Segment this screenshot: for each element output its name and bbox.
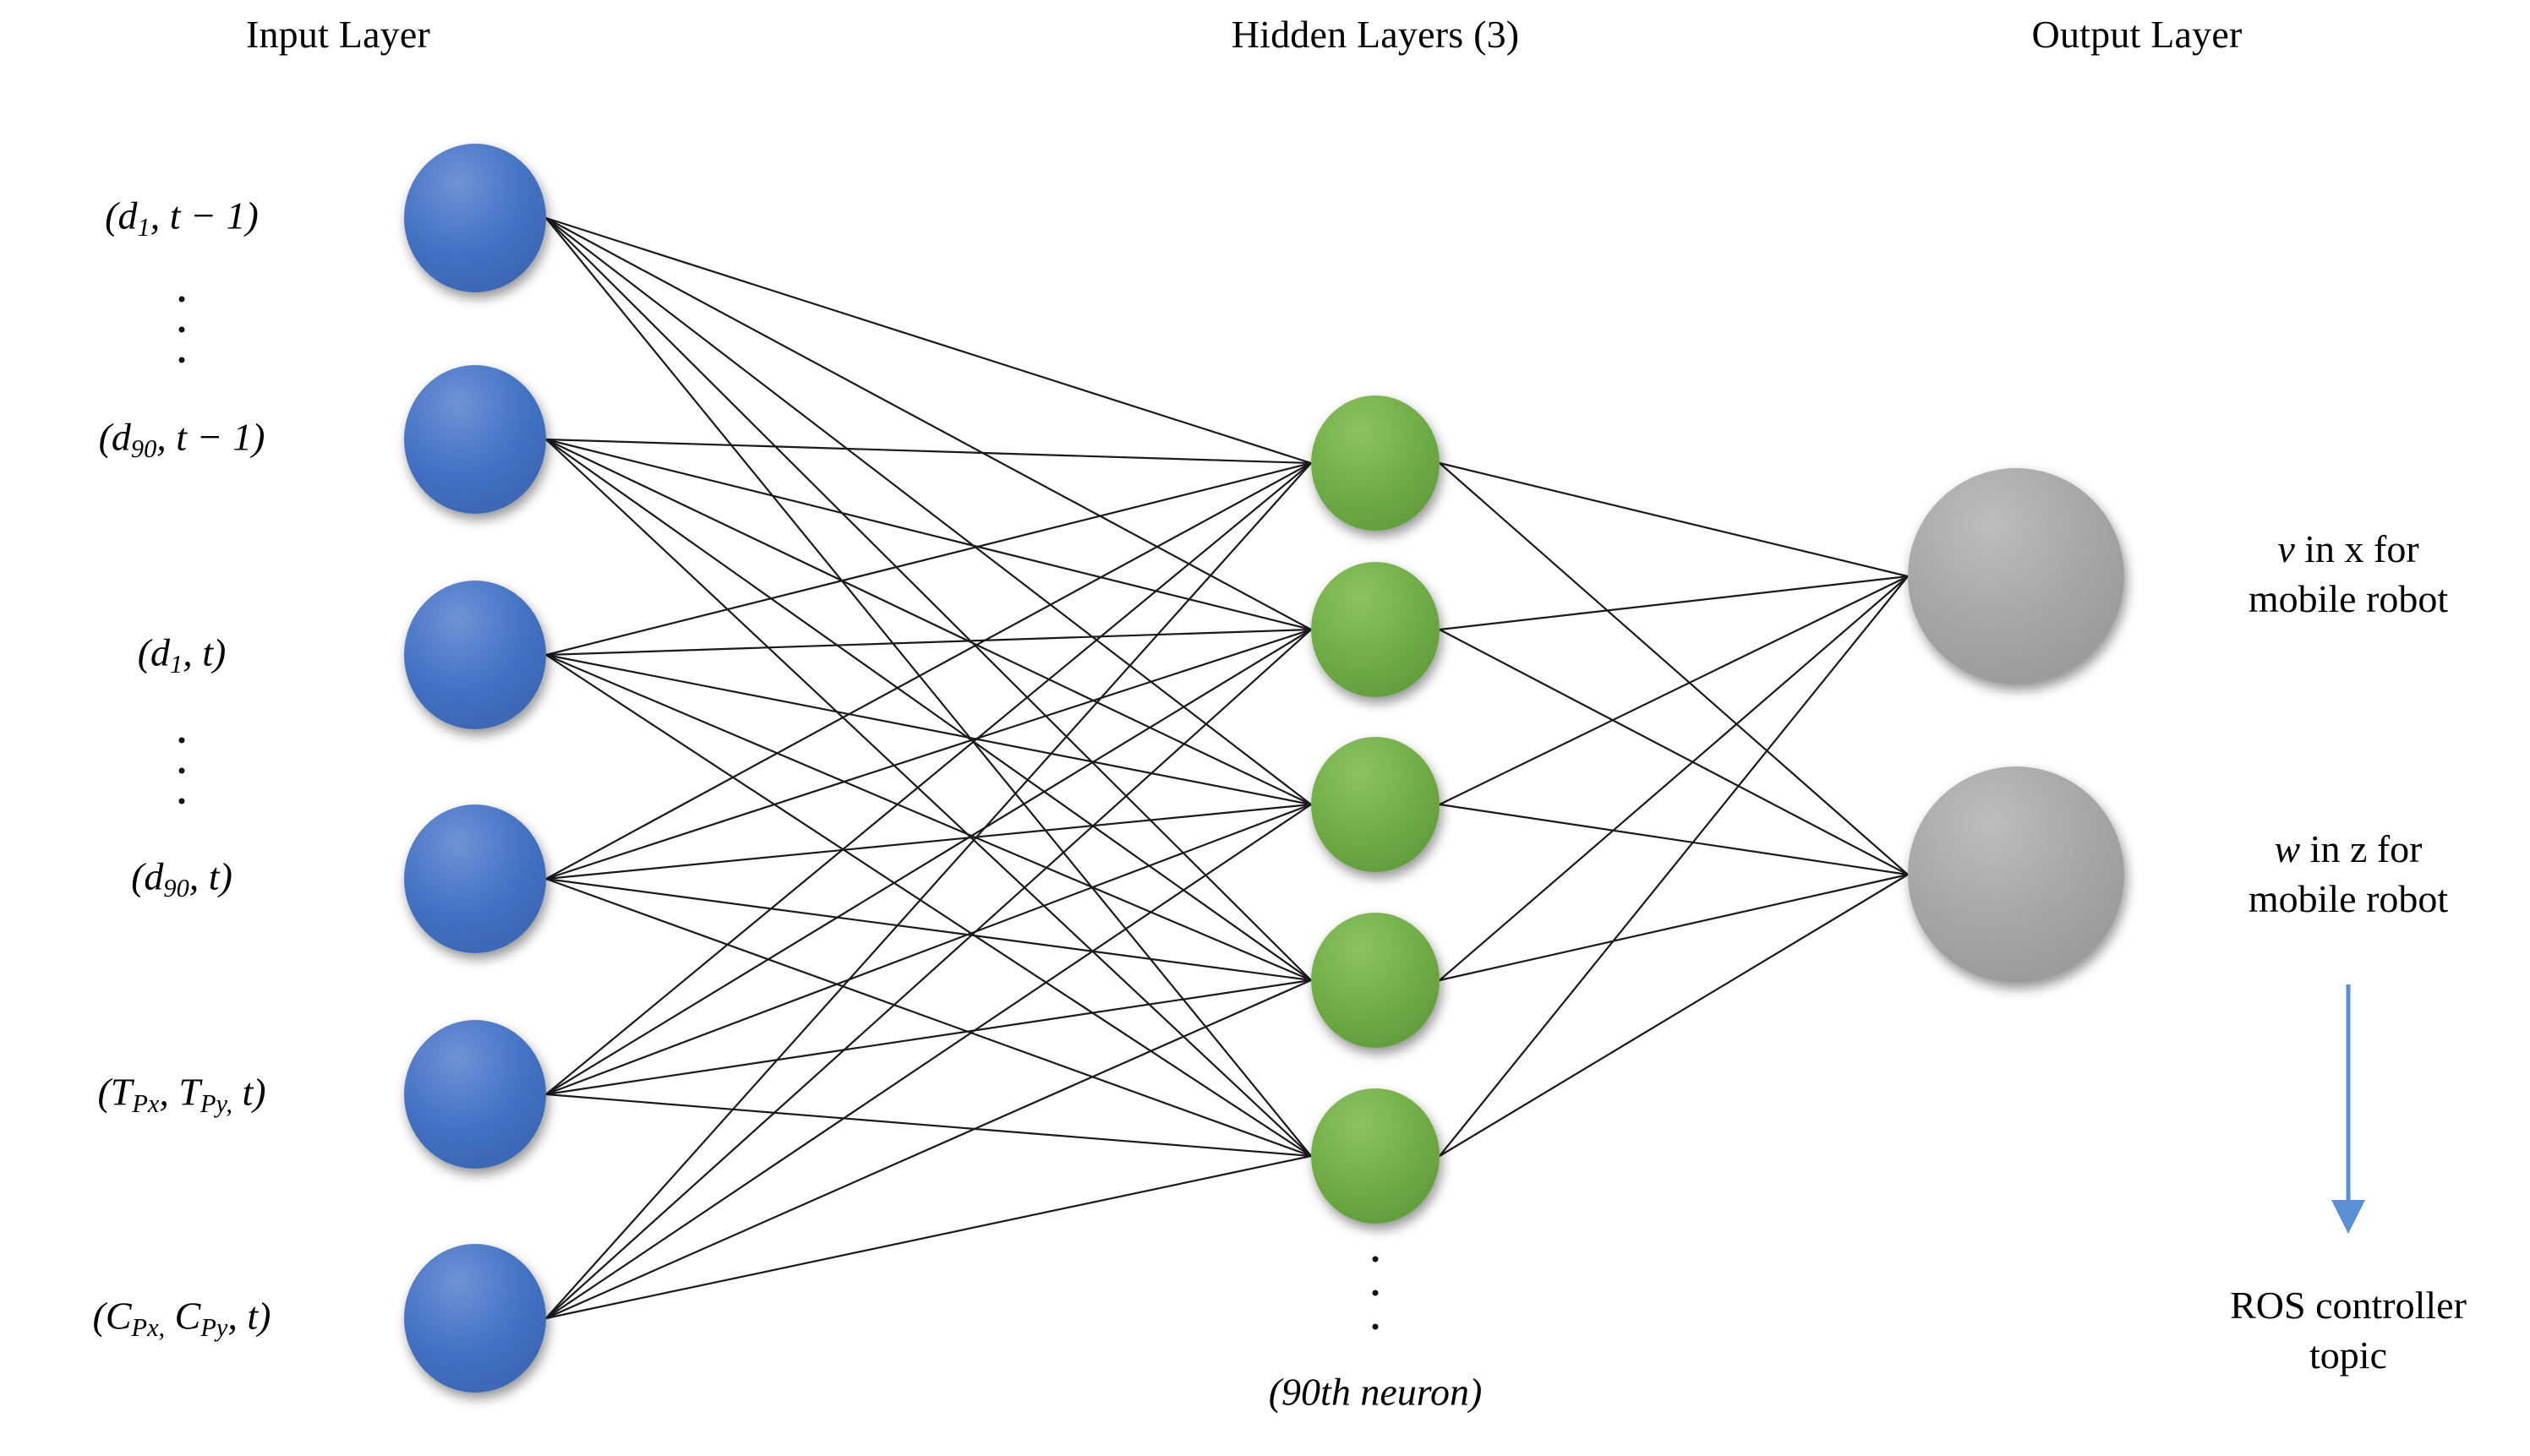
input-hidden-edge-3-5 <box>545 654 1312 1157</box>
ellipsis-hidden-dots <box>1372 1256 1379 1330</box>
ros-controller-label: ROS controller topic <box>2230 1281 2467 1381</box>
input-node-3 <box>404 581 546 729</box>
input-hidden-edge-4-2 <box>545 628 1312 881</box>
input-hidden-edge-2-3 <box>545 439 1312 805</box>
ros-label-line2: topic <box>2309 1333 2387 1377</box>
hidden-output-edge-1-1 <box>1439 461 1909 578</box>
input-hidden-edge-4-4 <box>545 877 1312 982</box>
ellipsis-dot <box>1372 1256 1379 1262</box>
input-label-d90-tminus1: (d90, t − 1) <box>98 415 265 463</box>
input-node-6 <box>404 1244 546 1393</box>
ros-label-line1: ROS controller <box>2230 1284 2467 1328</box>
ellipsis-dot <box>178 296 185 303</box>
input-label-cp-t: (CPx, CPy, t) <box>92 1294 271 1342</box>
input-hidden-edge-4-1 <box>545 462 1312 880</box>
input-hidden-edge-2-5 <box>545 439 1312 1157</box>
input-hidden-edge-6-5 <box>545 1154 1312 1320</box>
input-node-1 <box>404 144 546 292</box>
hidden-node-1 <box>1311 395 1440 531</box>
ellipsis-dot <box>178 767 185 774</box>
input-hidden-edge-3-2 <box>545 628 1312 657</box>
input-label-d90-t: (d90, t) <box>131 854 232 903</box>
ellipsis-input-dots-lower <box>178 737 185 804</box>
edges-hidden-to-output <box>1439 461 1909 1157</box>
hidden-node-3 <box>1311 737 1440 872</box>
input-node-2 <box>404 365 546 514</box>
ellipsis-dot <box>178 357 185 363</box>
hidden-output-edge-5-1 <box>1439 575 1909 1157</box>
hidden-node-4 <box>1311 913 1440 1048</box>
input-hidden-edge-3-1 <box>545 461 1312 657</box>
input-hidden-edge-4-3 <box>545 803 1312 881</box>
hidden-output-edge-2-2 <box>1439 629 1909 875</box>
input-hidden-edge-2-4 <box>545 439 1312 981</box>
layer-header-input-layer: Input Layer <box>245 13 431 56</box>
input-label-d1-t: (d1, t) <box>137 630 227 679</box>
input-hidden-edge-4-5 <box>545 877 1312 1158</box>
hidden-output-edge-5-2 <box>1439 874 1909 1157</box>
input-hidden-edge-1-2 <box>545 217 1312 630</box>
ellipsis-dot <box>178 326 185 333</box>
hidden-node-5 <box>1311 1088 1440 1224</box>
input-hidden-edge-1-3 <box>545 217 1312 805</box>
input-hidden-edge-5-2 <box>545 629 1312 1095</box>
input-node-4 <box>404 804 546 953</box>
output-node-2 <box>1908 766 2124 983</box>
hidden-node-group <box>1311 395 1440 1224</box>
hidden-node-2 <box>1311 562 1440 697</box>
input-hidden-edge-1-4 <box>545 217 1312 981</box>
input-hidden-edge-3-3 <box>545 653 1312 806</box>
input-hidden-edge-5-4 <box>545 979 1312 1096</box>
input-hidden-edge-6-2 <box>545 629 1312 1319</box>
edges-input-to-hidden <box>545 216 1312 1320</box>
hidden-output-edge-2-1 <box>1439 575 1909 631</box>
ellipsis-dot <box>178 798 185 804</box>
input-label-tp-t: (TPx, TPy, t) <box>97 1070 266 1118</box>
layer-header-hidden-layers: Hidden Layers (3) <box>1231 13 1520 56</box>
input-hidden-edge-6-4 <box>545 979 1312 1320</box>
ellipsis-dot <box>178 737 185 744</box>
input-hidden-edge-3-4 <box>545 653 1312 982</box>
ellipsis-input-dots-upper <box>178 296 185 363</box>
input-hidden-edge-2-2 <box>545 438 1312 631</box>
input-hidden-edge-1-5 <box>545 217 1312 1157</box>
input-node-group <box>404 144 546 1393</box>
input-hidden-edge-2-1 <box>545 438 1312 465</box>
hidden-output-edge-4-1 <box>1439 575 1909 981</box>
hidden-output-edge-3-1 <box>1439 575 1909 805</box>
ellipsis-dot <box>1372 1290 1379 1296</box>
input-hidden-edge-5-5 <box>545 1093 1312 1158</box>
input-hidden-edge-6-1 <box>545 462 1312 1319</box>
input-label-d1-tminus1: (d1, t − 1) <box>105 194 259 242</box>
input-hidden-edge-1-1 <box>545 216 1312 465</box>
output-node-1 <box>1908 468 2124 684</box>
input-node-5 <box>404 1020 546 1169</box>
input-hidden-edge-6-3 <box>545 804 1312 1319</box>
hidden-output-edge-4-2 <box>1439 873 1909 982</box>
input-hidden-edge-5-1 <box>545 462 1312 1095</box>
layer-header-output-layer: Output Layer <box>2031 13 2243 56</box>
ellipsis-dot <box>1372 1323 1379 1330</box>
output-node-group <box>1908 468 2124 983</box>
hidden-output-edge-3-2 <box>1439 803 1909 876</box>
hidden-layer-caption: (90th neuron) <box>1268 1370 1483 1414</box>
hidden-output-edge-1-2 <box>1439 462 1909 875</box>
input-hidden-edge-5-3 <box>545 803 1312 1096</box>
